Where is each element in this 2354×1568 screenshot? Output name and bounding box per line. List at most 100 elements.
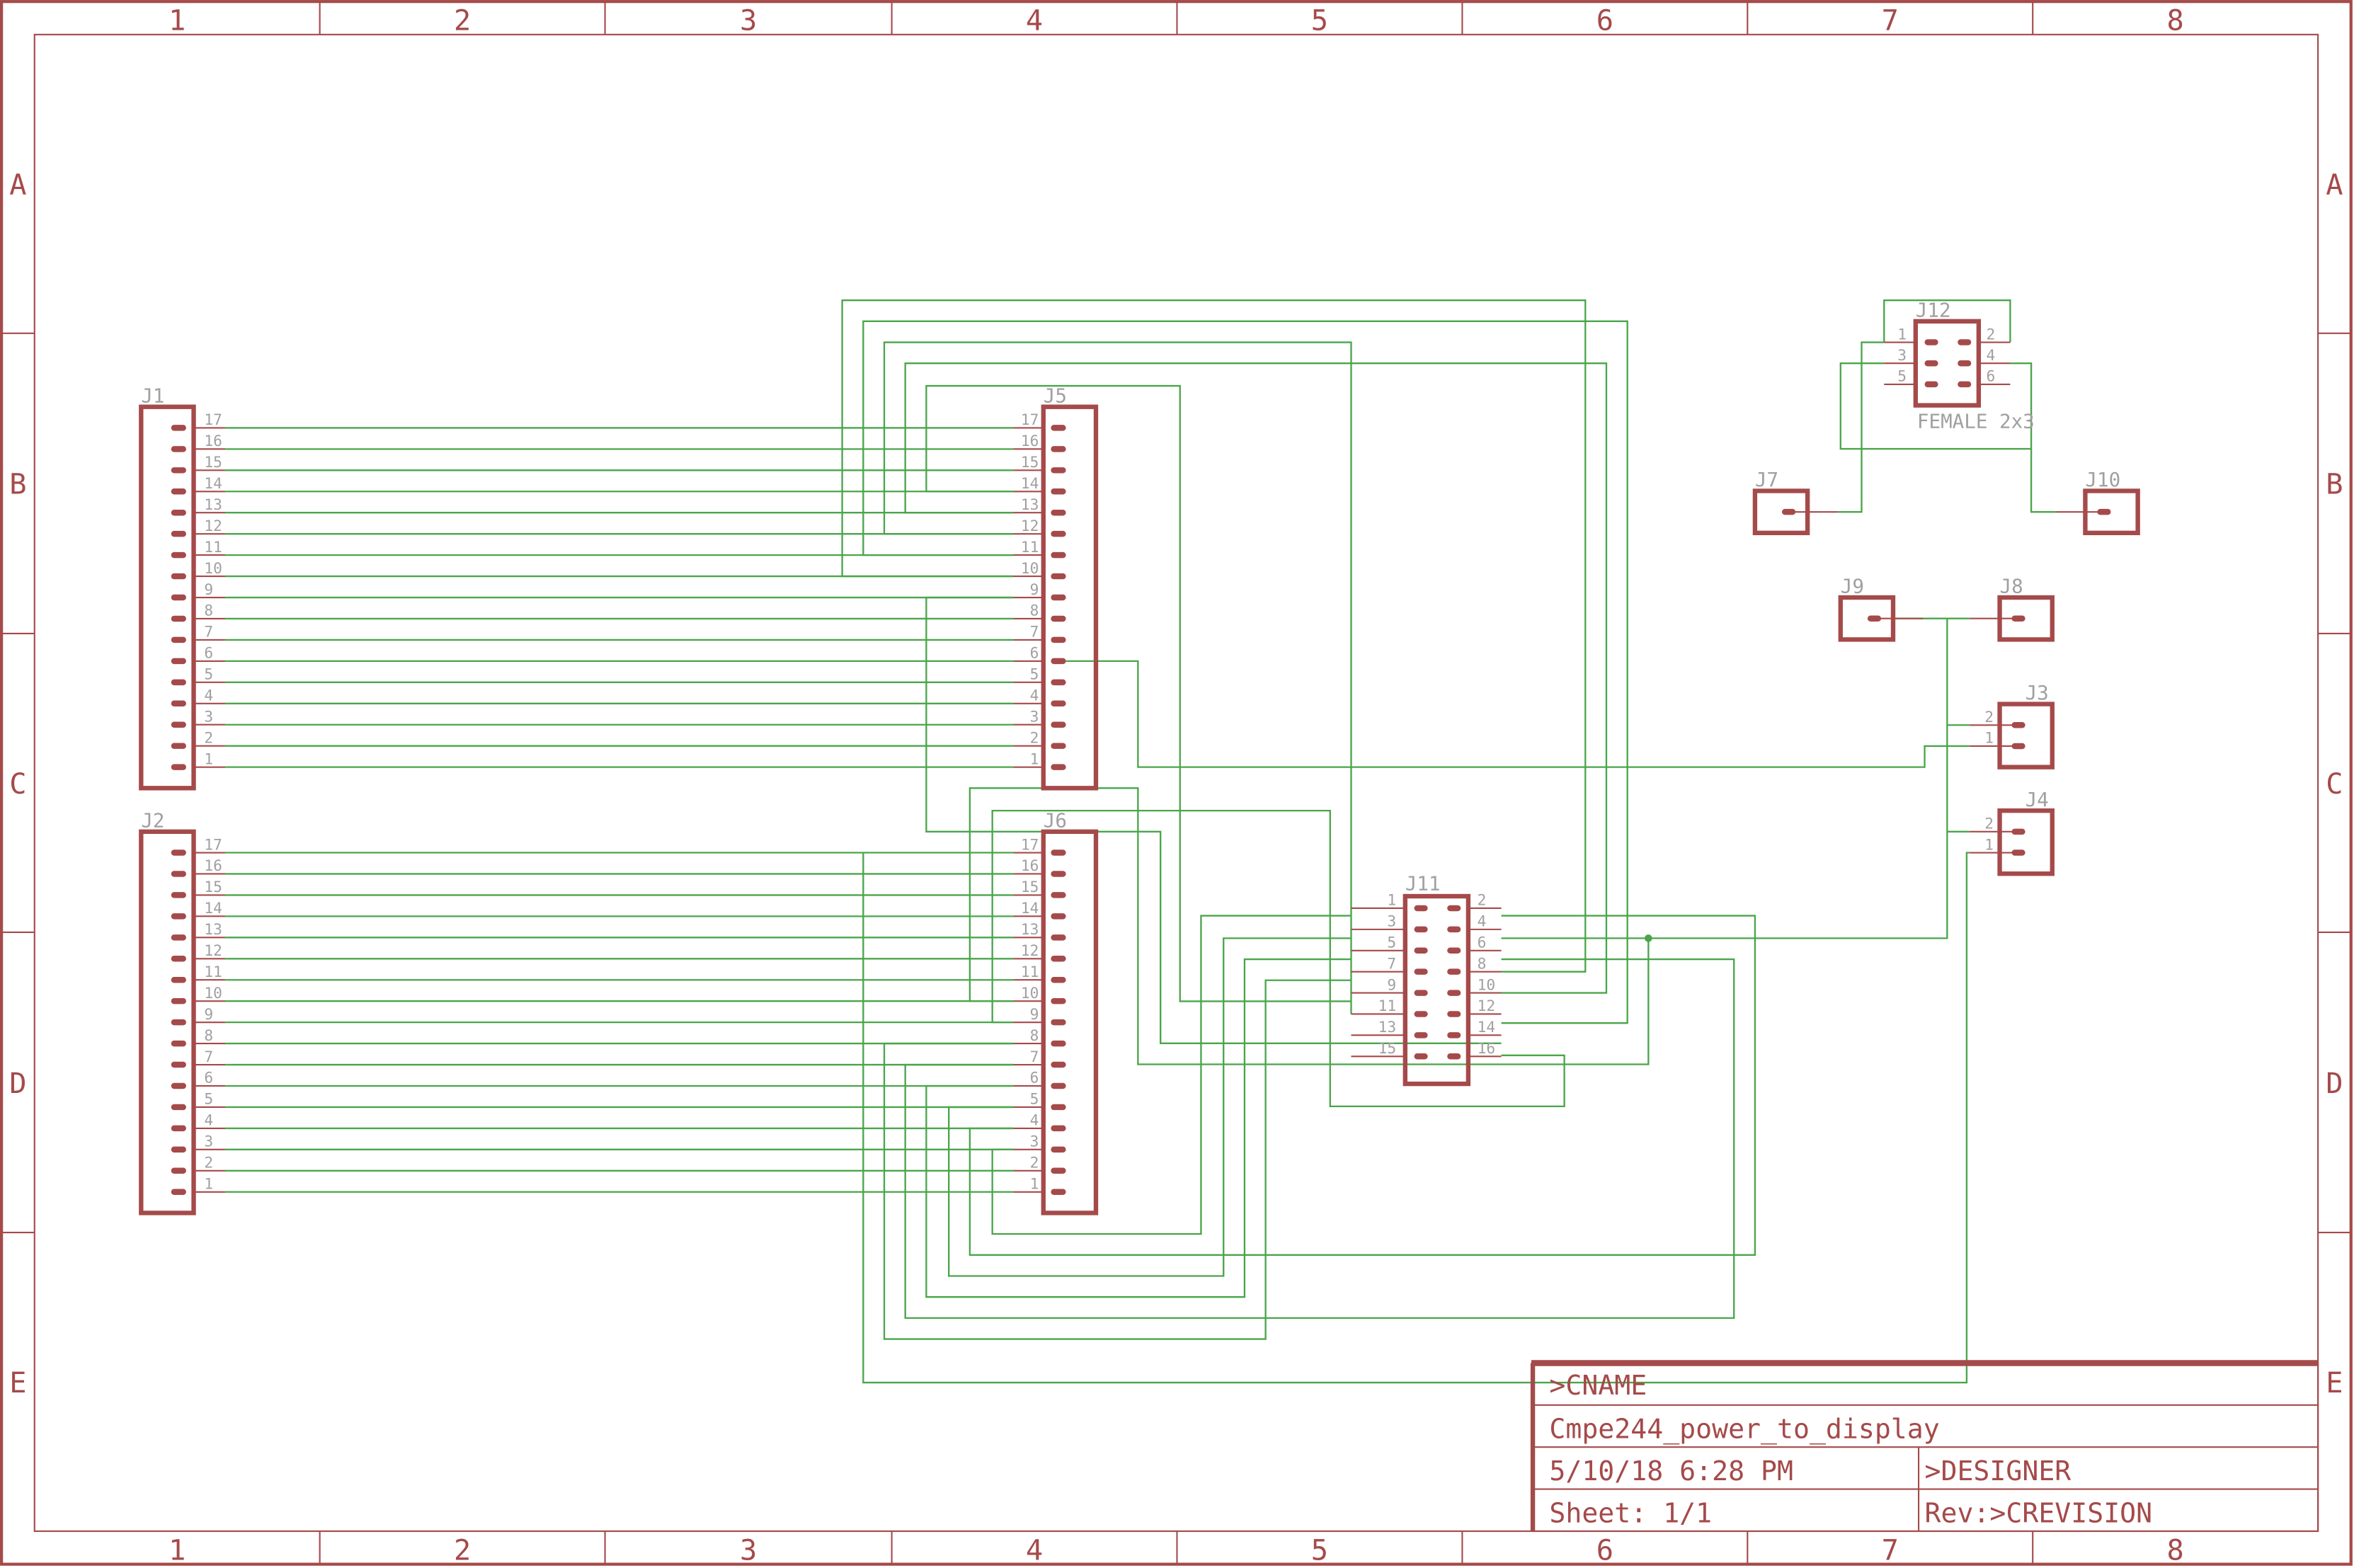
pin-number: 17 xyxy=(1021,835,1039,853)
pin-number: 3 xyxy=(1387,912,1396,930)
pin-number: 5 xyxy=(204,1090,213,1108)
pin-number: 17 xyxy=(1021,411,1039,428)
row-label-right: B xyxy=(2326,468,2343,501)
pin-number: 5 xyxy=(1897,367,1907,385)
column-label-top: 2 xyxy=(454,4,471,37)
pin-number: 1 xyxy=(1984,835,1994,853)
net-wire xyxy=(925,596,1502,1044)
column-label-bottom: 3 xyxy=(740,1533,757,1567)
pin-number: 6 xyxy=(1030,644,1039,662)
pin-number: 13 xyxy=(1378,1018,1397,1036)
pin-number: 7 xyxy=(1030,623,1039,641)
pin-number: 16 xyxy=(204,432,222,450)
pin-number: 1 xyxy=(1030,1175,1039,1193)
pin-number: 7 xyxy=(1030,1048,1039,1065)
value-label: FEMALE 2x3 xyxy=(1917,410,2035,433)
pin-number: 2 xyxy=(1030,728,1039,746)
pin-number: 14 xyxy=(1021,899,1039,917)
net-wire xyxy=(862,320,1628,1024)
pin-number: 2 xyxy=(1030,1154,1039,1172)
pin-number: 16 xyxy=(1021,857,1039,874)
pin-number: 4 xyxy=(1478,912,1487,930)
column-label-top: 4 xyxy=(1026,4,1043,37)
pin-number: 13 xyxy=(204,496,222,513)
pin-number: 1 xyxy=(204,1175,213,1193)
pin-number: 13 xyxy=(1021,496,1039,513)
net-wire xyxy=(1883,299,2011,343)
net-wire xyxy=(883,979,1352,1340)
pin-number: 4 xyxy=(1030,687,1039,704)
pin-number: 4 xyxy=(1986,346,1995,364)
pin-number: 8 xyxy=(204,602,213,619)
reference-label: J2 xyxy=(141,809,164,832)
pin-number: 14 xyxy=(1021,474,1039,492)
reference-label: J12 xyxy=(1916,299,1951,321)
pin-number: 15 xyxy=(204,878,222,895)
pin-number: 10 xyxy=(1021,984,1039,1002)
pin-number: 1 xyxy=(1387,891,1396,909)
net-wire xyxy=(1839,362,2033,450)
pin-number: 4 xyxy=(204,687,213,704)
pin-number: 13 xyxy=(1021,920,1039,938)
pin-number: 1 xyxy=(204,750,213,767)
column-label-top: 1 xyxy=(168,4,185,37)
row-label-right: D xyxy=(2326,1067,2343,1100)
pin-number: 6 xyxy=(1986,367,1995,385)
column-label-top: 6 xyxy=(1596,4,1613,37)
net-wire xyxy=(969,915,1756,1256)
column-label-bottom: 1 xyxy=(168,1533,185,1567)
reference-label: J1 xyxy=(141,384,164,407)
pin-number: 8 xyxy=(204,1026,213,1044)
row-label-right: C xyxy=(2326,767,2343,801)
pin-number: 12 xyxy=(1021,942,1039,959)
reference-label: J3 xyxy=(2026,682,2049,704)
pin-number: 3 xyxy=(1030,707,1039,725)
column-label-bottom: 2 xyxy=(454,1533,471,1567)
row-label-left: A xyxy=(9,168,26,202)
pin-number: 15 xyxy=(1378,1039,1397,1057)
pin-number: 8 xyxy=(1030,602,1039,619)
reference-label: J9 xyxy=(1841,576,1864,598)
drawing-title: Cmpe244_power_to_display xyxy=(1549,1414,1939,1445)
pin-number: 12 xyxy=(204,942,222,959)
column-label-top: 3 xyxy=(740,4,757,37)
connector-body xyxy=(1997,702,2055,769)
nets xyxy=(225,299,2056,1384)
pin-number: 16 xyxy=(1021,432,1039,450)
pin-number: 8 xyxy=(1030,1026,1039,1044)
pin-number: 16 xyxy=(1478,1039,1496,1057)
title-block: >CNAME Cmpe244_power_to_display 5/10/18 … xyxy=(1530,1360,2319,1533)
junction-dot xyxy=(1645,934,1652,942)
connector-j7: J7 xyxy=(1752,469,1838,536)
pin-number: 4 xyxy=(204,1111,213,1129)
pin-number: 1 xyxy=(1030,750,1039,767)
pin-number: 4 xyxy=(1030,1111,1039,1129)
pin-number: 14 xyxy=(204,899,222,917)
pin-number: 13 xyxy=(204,920,222,938)
pin-number: 1 xyxy=(1984,729,1994,747)
pin-number: 2 xyxy=(1478,891,1487,909)
pin-number: 15 xyxy=(1021,878,1039,895)
sheet-field: Sheet: 1/1 xyxy=(1549,1497,1712,1528)
pin-number: 16 xyxy=(204,857,222,874)
pin-number: 10 xyxy=(1021,559,1039,577)
connector-j3: J3 1 2 xyxy=(1970,682,2055,769)
row-label-left: D xyxy=(9,1067,26,1100)
reference-label: J6 xyxy=(1044,809,1067,832)
column-label-top: 5 xyxy=(1311,4,1328,37)
cname-field: >CNAME xyxy=(1549,1370,1647,1401)
pin-number: 11 xyxy=(204,963,222,980)
pin-number: 1 xyxy=(1897,325,1907,343)
pin-number: 3 xyxy=(204,1133,213,1150)
pin-number: 2 xyxy=(1984,708,1994,726)
row-label-left: C xyxy=(9,767,26,801)
pin-number: 11 xyxy=(1021,963,1039,980)
pin-number: 12 xyxy=(204,517,222,534)
net-wire xyxy=(1837,341,1885,513)
net-wire xyxy=(925,958,1352,1298)
